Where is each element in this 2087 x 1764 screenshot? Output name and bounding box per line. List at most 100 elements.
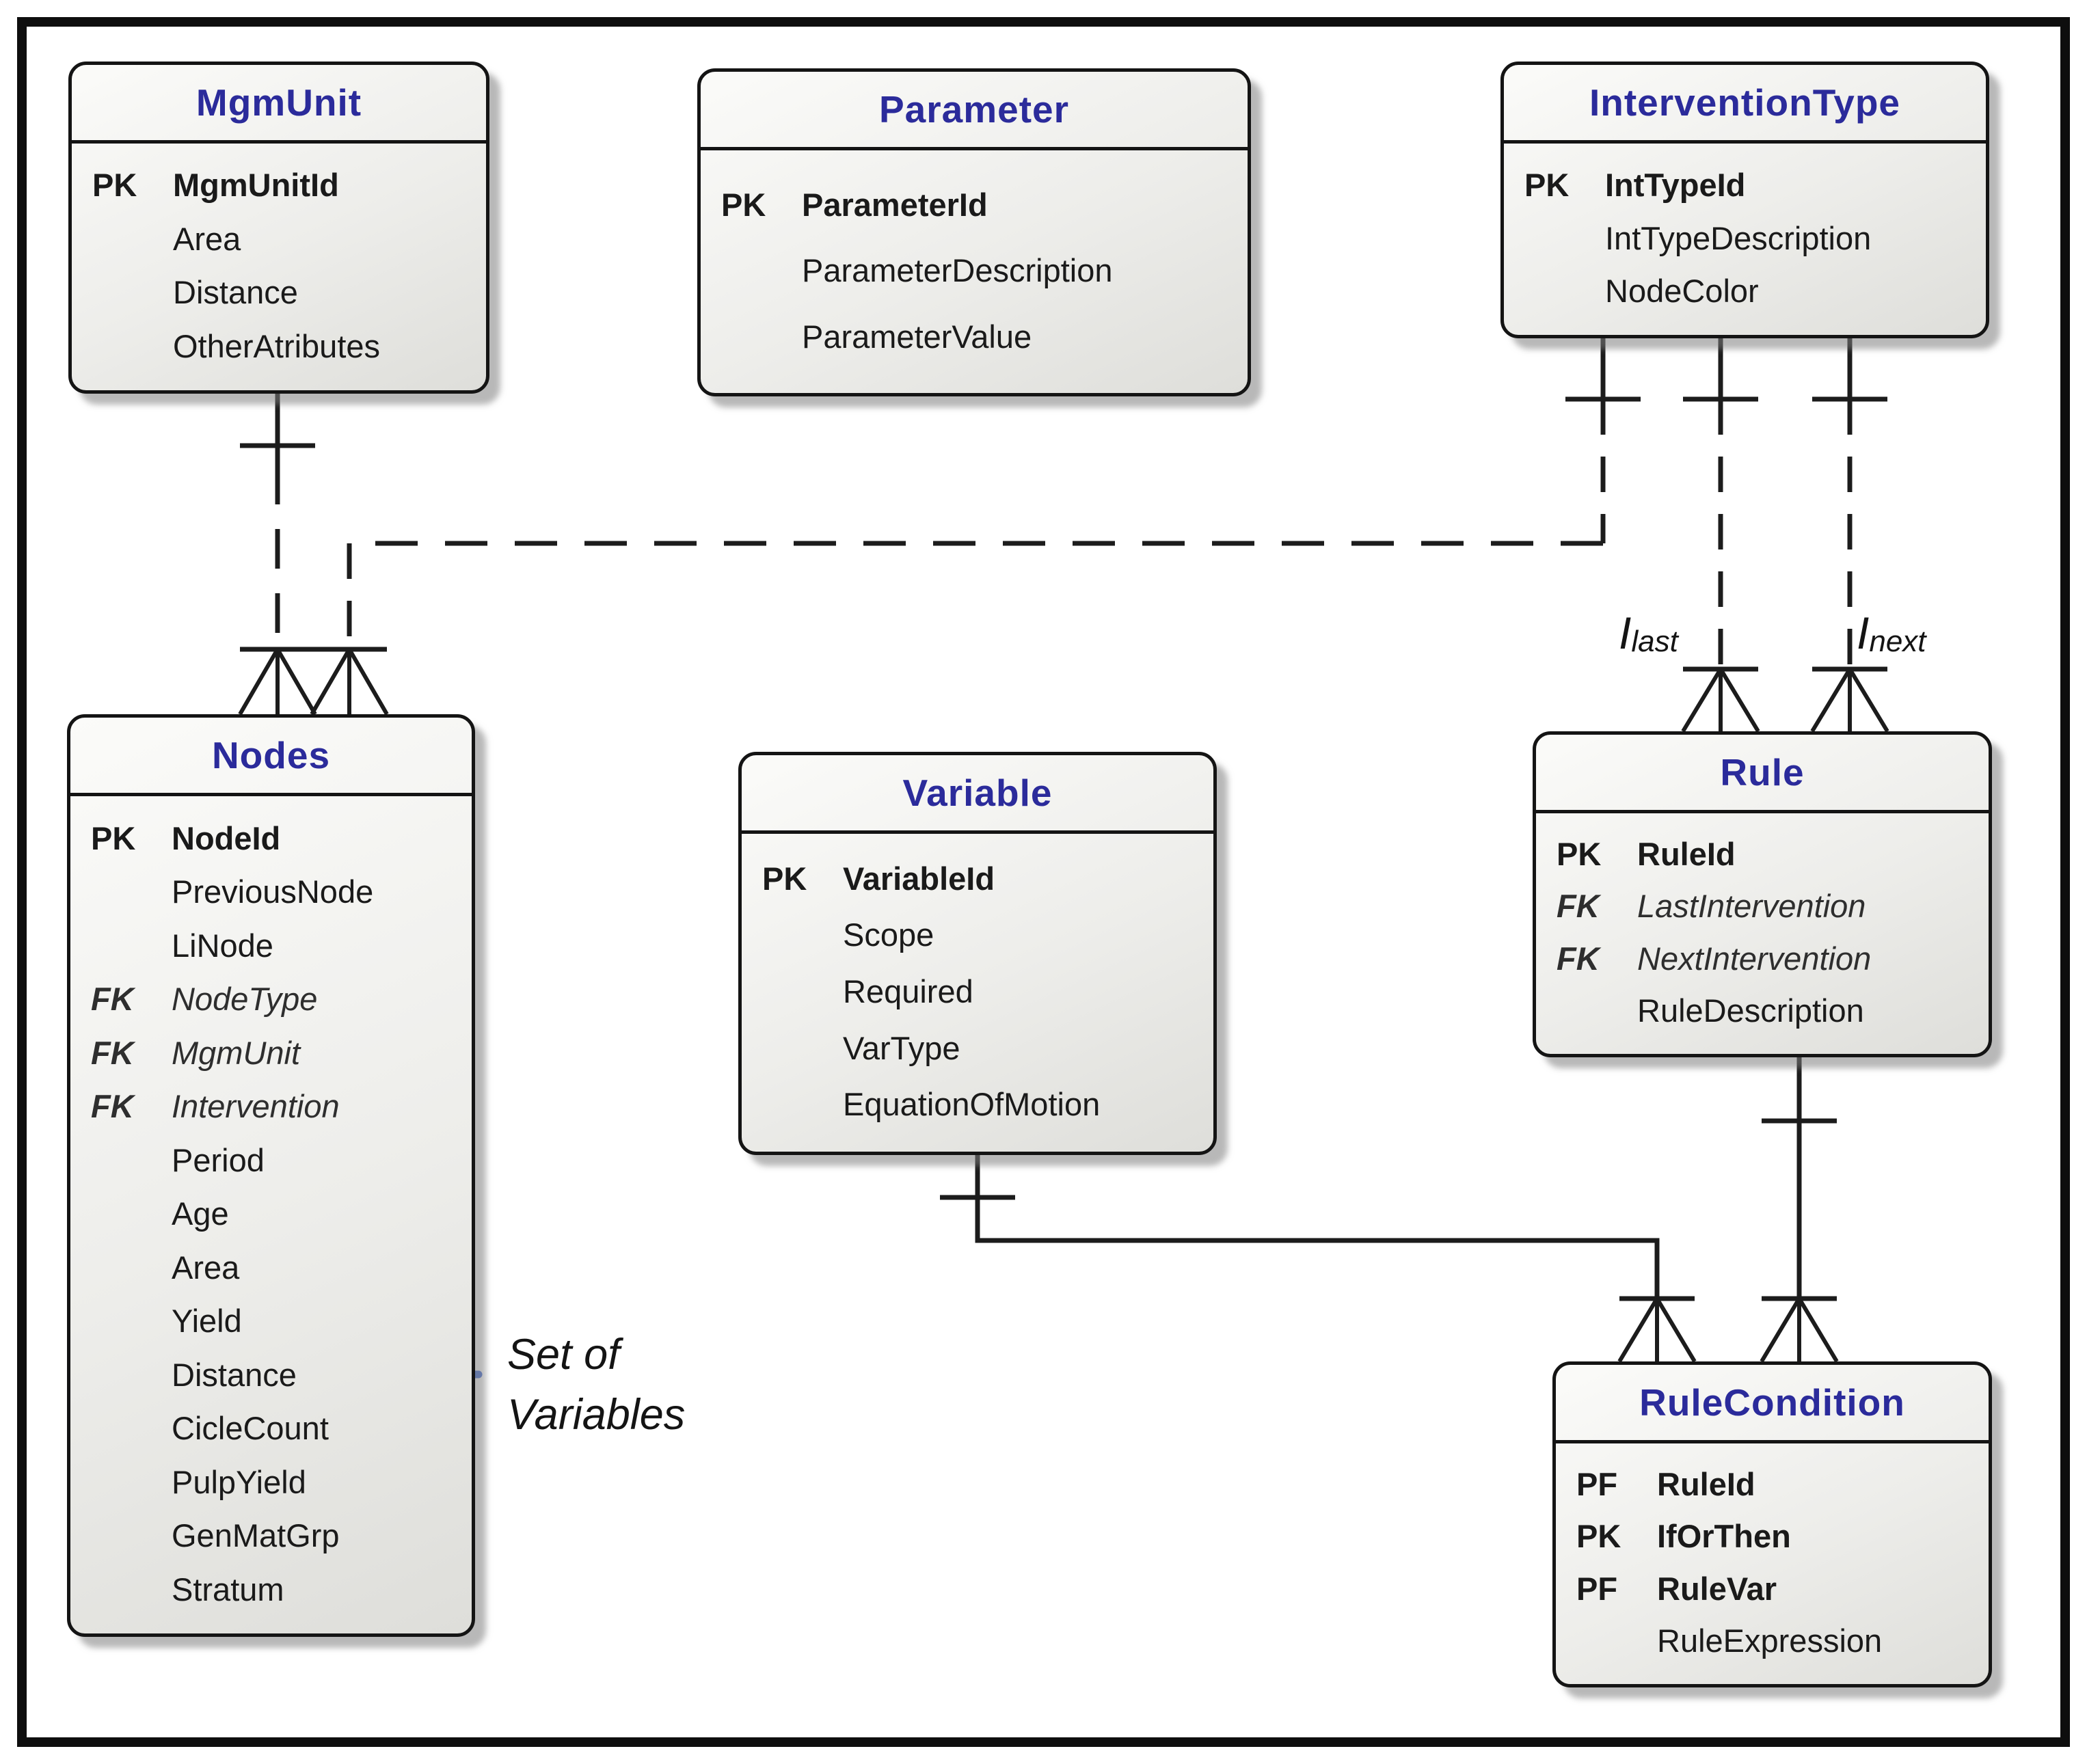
annotation-line: Set of: [507, 1331, 620, 1379]
attribute-name: NodeColor: [1605, 273, 1759, 310]
key-label: PK: [92, 167, 137, 204]
entity-parameter: Parameter PK ParameterId ParameterDescrip…: [697, 68, 1251, 396]
entity-title: Variable: [742, 755, 1213, 834]
key-label: PK: [1576, 1518, 1621, 1555]
variable-rulecondition-relationship: [940, 1155, 1697, 1363]
attribute-row: PK RuleId: [1536, 838, 1989, 870]
attribute-row: Area: [72, 223, 486, 255]
attribute-name: RuleExpression: [1657, 1623, 1883, 1659]
attribute-name: RuleId: [1637, 835, 1736, 872]
attribute-name: ParameterValue: [802, 318, 1032, 355]
label-i-next-base: I: [1857, 608, 1870, 658]
attribute-name: Required: [843, 973, 973, 1009]
attribute-name: Yield: [172, 1303, 242, 1339]
attribute-row: PulpYield: [70, 1466, 472, 1498]
label-i-last-sub: last: [1631, 625, 1678, 659]
key-label: PK: [1524, 166, 1570, 203]
interventiontype-rule-next-relationship: [1810, 338, 1889, 733]
attribute-row: Required: [742, 975, 1213, 1007]
attribute-row: Distance: [72, 276, 486, 308]
attribute-name: Distance: [172, 1356, 297, 1393]
attribute-row: FK NodeType: [70, 983, 472, 1015]
key-label: FK: [1557, 888, 1600, 925]
crow-foot-icon: [310, 648, 389, 716]
key-label: PK: [721, 186, 766, 223]
attribute-row: IntTypeDescription: [1504, 222, 1986, 254]
attribute-row: Scope: [742, 919, 1213, 951]
entity-title: Parameter: [701, 72, 1248, 150]
key-label: FK: [91, 1034, 134, 1071]
attribute-name: Area: [172, 1249, 240, 1286]
key-label: PK: [91, 819, 136, 856]
attribute-row: PK VariableId: [742, 863, 1213, 895]
attribute-name: Age: [172, 1195, 229, 1232]
key-label: PK: [762, 860, 807, 897]
key-label: PK: [1557, 835, 1602, 872]
attribute-name: GenMatGrp: [172, 1517, 340, 1553]
entity-variable: Variable PK VariableId Scope Required Var…: [738, 752, 1217, 1155]
attribute-row: PK ParameterId: [701, 189, 1248, 221]
attribute-name: NodeId: [172, 819, 281, 856]
attribute-name: ParameterDescription: [802, 252, 1113, 288]
attribute-row: FK LastIntervention: [1536, 890, 1989, 922]
attribute-name: Stratum: [172, 1571, 284, 1607]
entity-title: MgmUnit: [72, 65, 486, 144]
rule-rulecondition-relationship: [1760, 1057, 1839, 1363]
key-label: FK: [91, 1088, 134, 1124]
attribute-name: Scope: [843, 917, 934, 953]
entity-attribute-list: PK ParameterId ParameterDescription Param…: [701, 150, 1248, 393]
attribute-name: MgmUnit: [172, 1034, 301, 1071]
attribute-name: OtherAtributes: [173, 327, 381, 364]
attribute-row: EquationOfMotion: [742, 1088, 1213, 1120]
crow-foot-icon: [1617, 1297, 1697, 1363]
key-label: PF: [1576, 1570, 1618, 1607]
attribute-name: Area: [173, 220, 241, 257]
attribute-row: OtherAtributes: [72, 330, 486, 362]
key-label: FK: [1557, 940, 1600, 977]
attribute-name: PreviousNode: [172, 873, 374, 910]
attribute-name: VarType: [843, 1029, 960, 1066]
annotation-line: Variables: [507, 1391, 686, 1439]
key-label: FK: [91, 981, 134, 1017]
attribute-row: RuleDescription: [1536, 994, 1989, 1027]
attribute-name: VariableId: [843, 860, 995, 897]
label-i-next: Inext: [1857, 607, 1926, 659]
attribute-name: Intervention: [172, 1088, 340, 1124]
attribute-name: LastIntervention: [1637, 888, 1866, 925]
attribute-name: EquationOfMotion: [843, 1086, 1101, 1123]
attribute-row: Stratum: [70, 1573, 472, 1605]
entity-title: RuleCondition: [1556, 1365, 1989, 1443]
mgmunit-nodes-relationship: [238, 394, 317, 716]
attribute-name: LiNode: [172, 927, 273, 964]
attribute-row: LiNode: [70, 930, 472, 962]
interventiontype-rule-last-relationship: [1681, 338, 1760, 733]
attribute-name: IntTypeDescription: [1605, 219, 1872, 256]
attribute-row: FK Intervention: [70, 1090, 472, 1122]
entity-title: InterventionType: [1504, 65, 1986, 144]
attribute-name: Distance: [173, 274, 298, 311]
attribute-row: RuleExpression: [1556, 1625, 1989, 1657]
attribute-row: PK NodeId: [70, 822, 472, 854]
attribute-row: Distance: [70, 1359, 472, 1391]
attribute-name: ParameterId: [802, 186, 988, 223]
entity-attribute-list: PK VariableId Scope Required VarType Equa…: [742, 834, 1213, 1152]
attribute-row: ParameterDescription: [701, 254, 1248, 286]
set-of-variables-annotation: Set of Variables: [507, 1325, 685, 1445]
attribute-name: NodeType: [172, 981, 318, 1017]
attribute-row: FK MgmUnit: [70, 1037, 472, 1069]
label-i-last-base: I: [1619, 608, 1632, 658]
attribute-row: Area: [70, 1251, 472, 1284]
attribute-row: Yield: [70, 1305, 472, 1337]
attribute-name: RuleDescription: [1637, 992, 1864, 1029]
attribute-name: PulpYield: [172, 1463, 306, 1500]
